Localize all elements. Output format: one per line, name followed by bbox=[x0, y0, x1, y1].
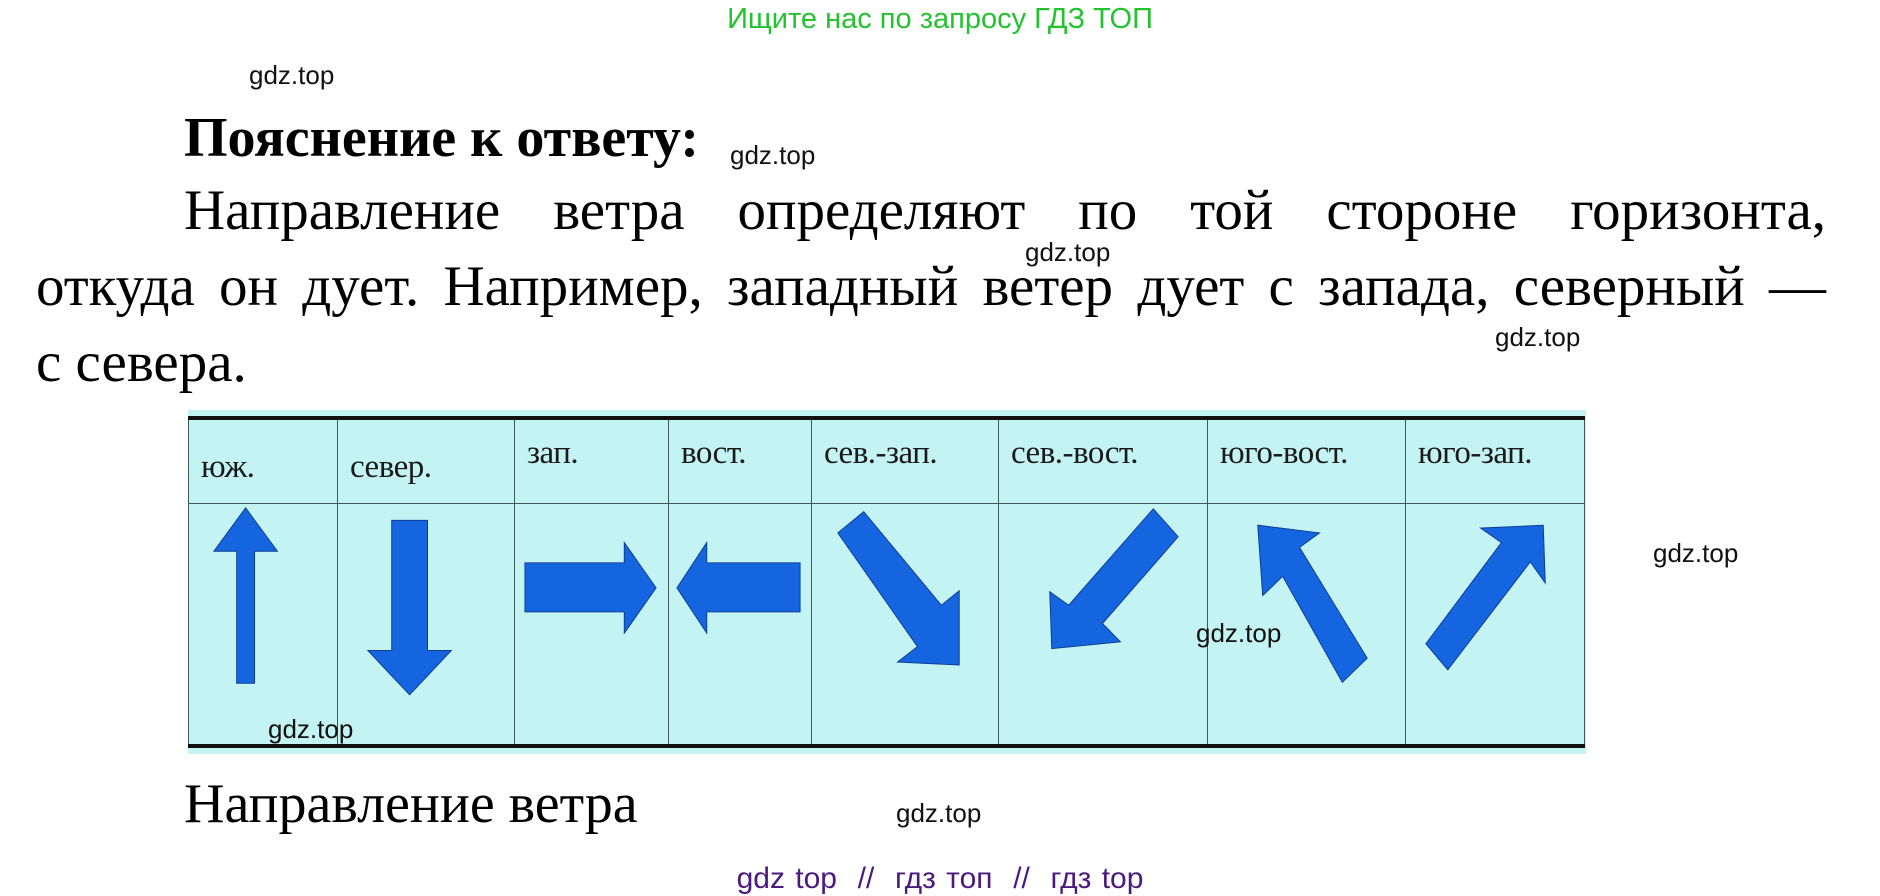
watermark: gdz.top bbox=[1653, 538, 1739, 568]
up-right-arrow-icon bbox=[1425, 524, 1546, 671]
watermark: gdz.top bbox=[1495, 322, 1581, 352]
table-arrow-row bbox=[188, 503, 1585, 747]
watermark: gdz.top bbox=[730, 140, 816, 170]
header-cell: сев.-зап. bbox=[811, 417, 999, 504]
down-arrow-icon bbox=[366, 519, 453, 696]
header-cell: север. bbox=[337, 417, 515, 504]
arrow-cell bbox=[188, 503, 338, 747]
header-cell: юж. bbox=[188, 417, 338, 504]
wind-label-north: север. bbox=[350, 449, 432, 485]
header-cell: зап. bbox=[514, 417, 669, 504]
arrow-cell bbox=[998, 503, 1208, 747]
arrow-cell bbox=[1207, 503, 1406, 747]
wind-label-southeast: юго-вост. bbox=[1220, 435, 1348, 471]
watermark: gdz.top bbox=[1025, 237, 1111, 267]
wind-label-south: юж. bbox=[201, 449, 255, 485]
search-banner: Ищите нас по запросу ГДЗ ТОП bbox=[727, 3, 1153, 35]
footer-watermark: gdz top // гдз топ // гдз top bbox=[736, 862, 1144, 895]
header-cell: вост. bbox=[668, 417, 812, 504]
header-cell: юго-вост. bbox=[1207, 417, 1406, 504]
paragraph-line-2: откуда он дует. Например, западный ветер… bbox=[36, 255, 1826, 318]
answer-heading: Пояснение к ответу: bbox=[184, 107, 699, 169]
watermark: gdz.top bbox=[1196, 618, 1282, 648]
right-arrow-icon bbox=[524, 540, 657, 635]
wind-label-southwest: юго-зап. bbox=[1418, 435, 1533, 471]
arrow-cell bbox=[811, 503, 999, 747]
paragraph-line-1: Направление ветра определяют по той стор… bbox=[184, 179, 1826, 242]
arrow-cell bbox=[337, 503, 515, 747]
wind-direction-table: юж. север. зап. вост. сев.-зап. сев.-вос… bbox=[188, 410, 1586, 754]
wind-label-northeast: сев.-вост. bbox=[1011, 435, 1139, 471]
header-cell: сев.-вост. bbox=[998, 417, 1208, 504]
watermark: gdz.top bbox=[268, 714, 354, 744]
table-header-row: юж. север. зап. вост. сев.-зап. сев.-вос… bbox=[188, 417, 1585, 504]
table-caption: Направление ветра bbox=[184, 773, 638, 835]
watermark: gdz.top bbox=[896, 798, 982, 828]
arrow-cell bbox=[514, 503, 669, 747]
left-arrow-icon bbox=[676, 540, 801, 635]
down-left-arrow-icon bbox=[1049, 508, 1179, 650]
up-arrow-icon bbox=[212, 507, 279, 684]
up-left-arrow-icon bbox=[1257, 524, 1368, 684]
arrow-cell bbox=[1405, 503, 1585, 747]
down-right-arrow-icon bbox=[837, 511, 960, 666]
arrow-cell bbox=[668, 503, 812, 747]
wind-label-northwest: сев.-зап. bbox=[824, 435, 938, 471]
wind-label-east: вост. bbox=[681, 435, 747, 471]
header-cell: юго-зап. bbox=[1405, 417, 1585, 504]
wind-label-west: зап. bbox=[527, 435, 579, 471]
watermark: gdz.top bbox=[249, 60, 335, 90]
paragraph-line-3: с севера. bbox=[36, 331, 247, 394]
